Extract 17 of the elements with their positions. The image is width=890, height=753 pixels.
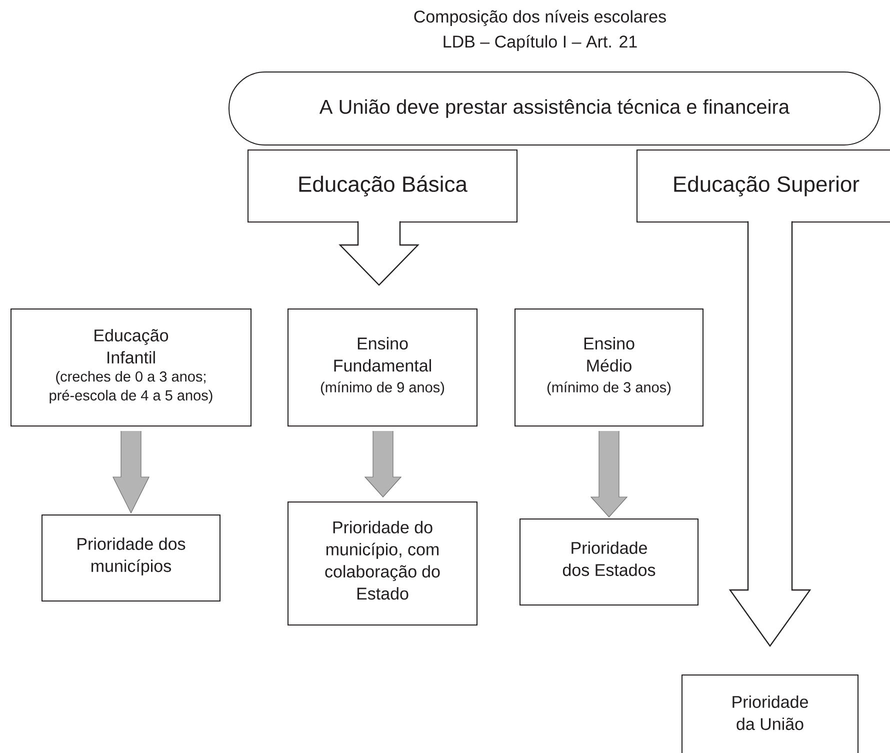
rounded-box: A União deve prestar assistência técnica e financeira bbox=[228, 72, 880, 146]
text-box: Prioridade dos municípios bbox=[42, 514, 220, 602]
block-arrow bbox=[590, 430, 628, 518]
text-box: Prioridade dos Estados bbox=[520, 518, 698, 606]
block-arrow bbox=[338, 220, 420, 286]
text-box: Prioridade do município, com colaboração do Estado bbox=[288, 502, 478, 626]
block-arrow bbox=[364, 430, 402, 498]
block-arrow bbox=[728, 220, 812, 648]
title: Composição dos níveis escolares bbox=[414, 10, 666, 26]
subtitle: LDB – Capítulo I – Art. 21 bbox=[444, 34, 637, 52]
block-arrow bbox=[112, 430, 150, 514]
text-box: Educação Superior bbox=[636, 150, 890, 222]
text-box: Ensino Fundamental (mínimo de 9 anos) bbox=[288, 308, 478, 426]
text-box: Educação Infantil (creches de 0 a 3 anos; pré-escola de 4 a 5 anos) bbox=[10, 308, 252, 426]
text-box: Prioridade da União bbox=[682, 674, 858, 753]
text-box: Ensino Médio (mínimo de 3 anos) bbox=[514, 308, 704, 426]
text-box: Educação Básica bbox=[248, 150, 518, 222]
